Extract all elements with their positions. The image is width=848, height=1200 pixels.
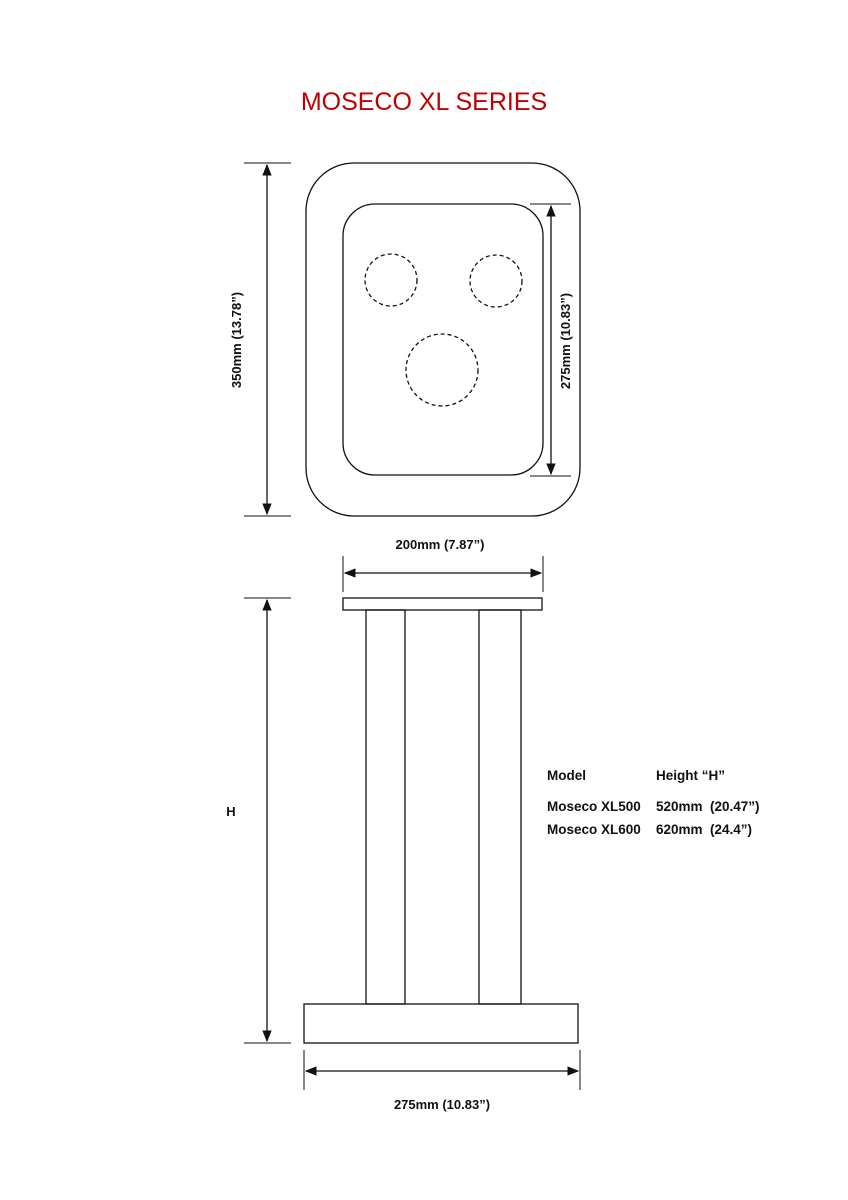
plate-height-label: 350mm (13.78”) bbox=[229, 292, 244, 388]
header-height: Height “H” bbox=[656, 768, 725, 783]
top-view: 350mm (13.78”) 275mm (10.83”) bbox=[229, 162, 581, 517]
top-plate-side bbox=[342, 597, 543, 611]
top-width-label: 200mm (7.87”) bbox=[396, 537, 485, 552]
base-plate-side bbox=[303, 1003, 579, 1044]
row-model: Moseco XL500 bbox=[547, 799, 641, 814]
spike-hole-left bbox=[364, 253, 418, 307]
side-view: 200mm (7.87”) H 275mm (10.83”) bbox=[226, 537, 581, 1112]
page-title: MOSECO XL SERIES bbox=[301, 88, 547, 116]
row-height: 620mm (24.4”) bbox=[656, 822, 752, 837]
spike-hole-right bbox=[469, 254, 523, 308]
row-model: Moseco XL600 bbox=[547, 822, 641, 837]
inner-plate-outline bbox=[342, 203, 544, 476]
front-pillar bbox=[365, 609, 406, 1005]
stand-height-label: H bbox=[226, 804, 235, 819]
header-model: Model bbox=[547, 768, 586, 783]
base-width-label: 275mm (10.83”) bbox=[394, 1097, 490, 1112]
row-height: 520mm (20.47”) bbox=[656, 799, 760, 814]
inner-height-label: 275mm (10.83”) bbox=[558, 293, 573, 389]
rear-pillar bbox=[478, 609, 522, 1005]
top-plate-outline bbox=[305, 162, 581, 517]
center-hole bbox=[405, 333, 479, 407]
spec-table: Model Height “H” Moseco XL500 520mm (20.… bbox=[547, 768, 760, 837]
